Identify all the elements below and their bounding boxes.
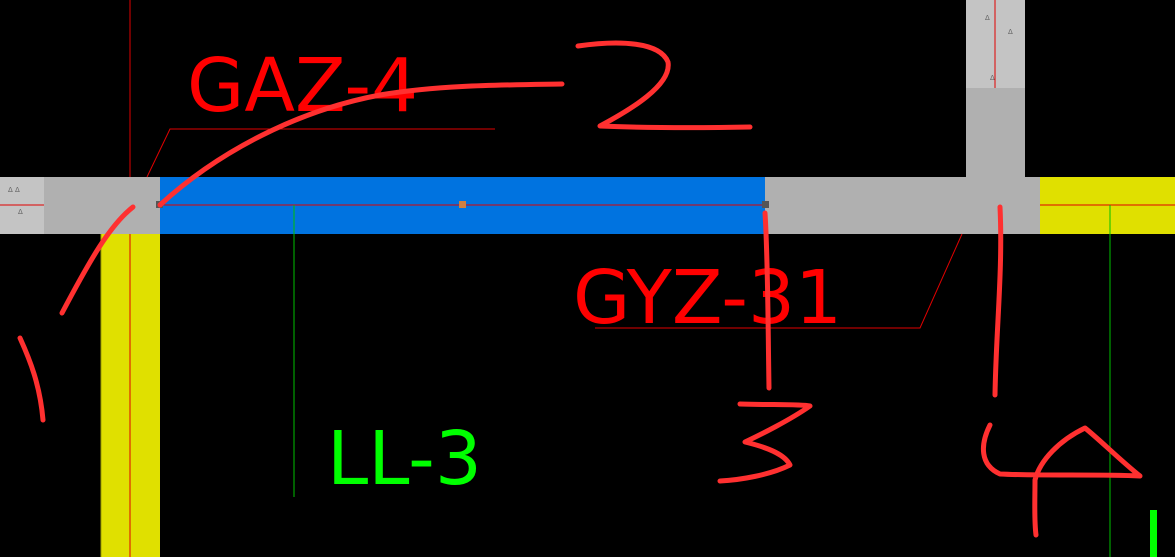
svg-text:Δ: Δ (990, 74, 995, 82)
grip-middle[interactable] (459, 201, 466, 208)
leader-gyz (595, 233, 963, 329)
handwritten-annotations (17, 40, 1143, 538)
label-ll[interactable]: LL-3 (327, 416, 482, 502)
label-gyz[interactable]: GYZ-31 (573, 255, 842, 341)
hand-numeral-3 (717, 401, 813, 484)
svg-text:Δ: Δ (985, 14, 990, 22)
svg-text:Δ: Δ (1008, 28, 1013, 36)
svg-text:Δ Δ: Δ Δ (8, 186, 20, 194)
hand-numeral-4 (980, 422, 1143, 538)
hand-numeral-2 (575, 40, 753, 131)
hand-arrow-1 (59, 204, 136, 316)
grip-right[interactable] (762, 201, 769, 208)
green-mark-partial (1150, 510, 1157, 557)
leader-gaz (146, 128, 495, 178)
hand-numeral-1 (17, 335, 46, 423)
svg-text:Δ: Δ (18, 208, 23, 216)
hand-arrow-4 (992, 204, 1004, 398)
hand-arrow-2 (157, 81, 565, 208)
hand-arrow-3 (762, 210, 772, 391)
